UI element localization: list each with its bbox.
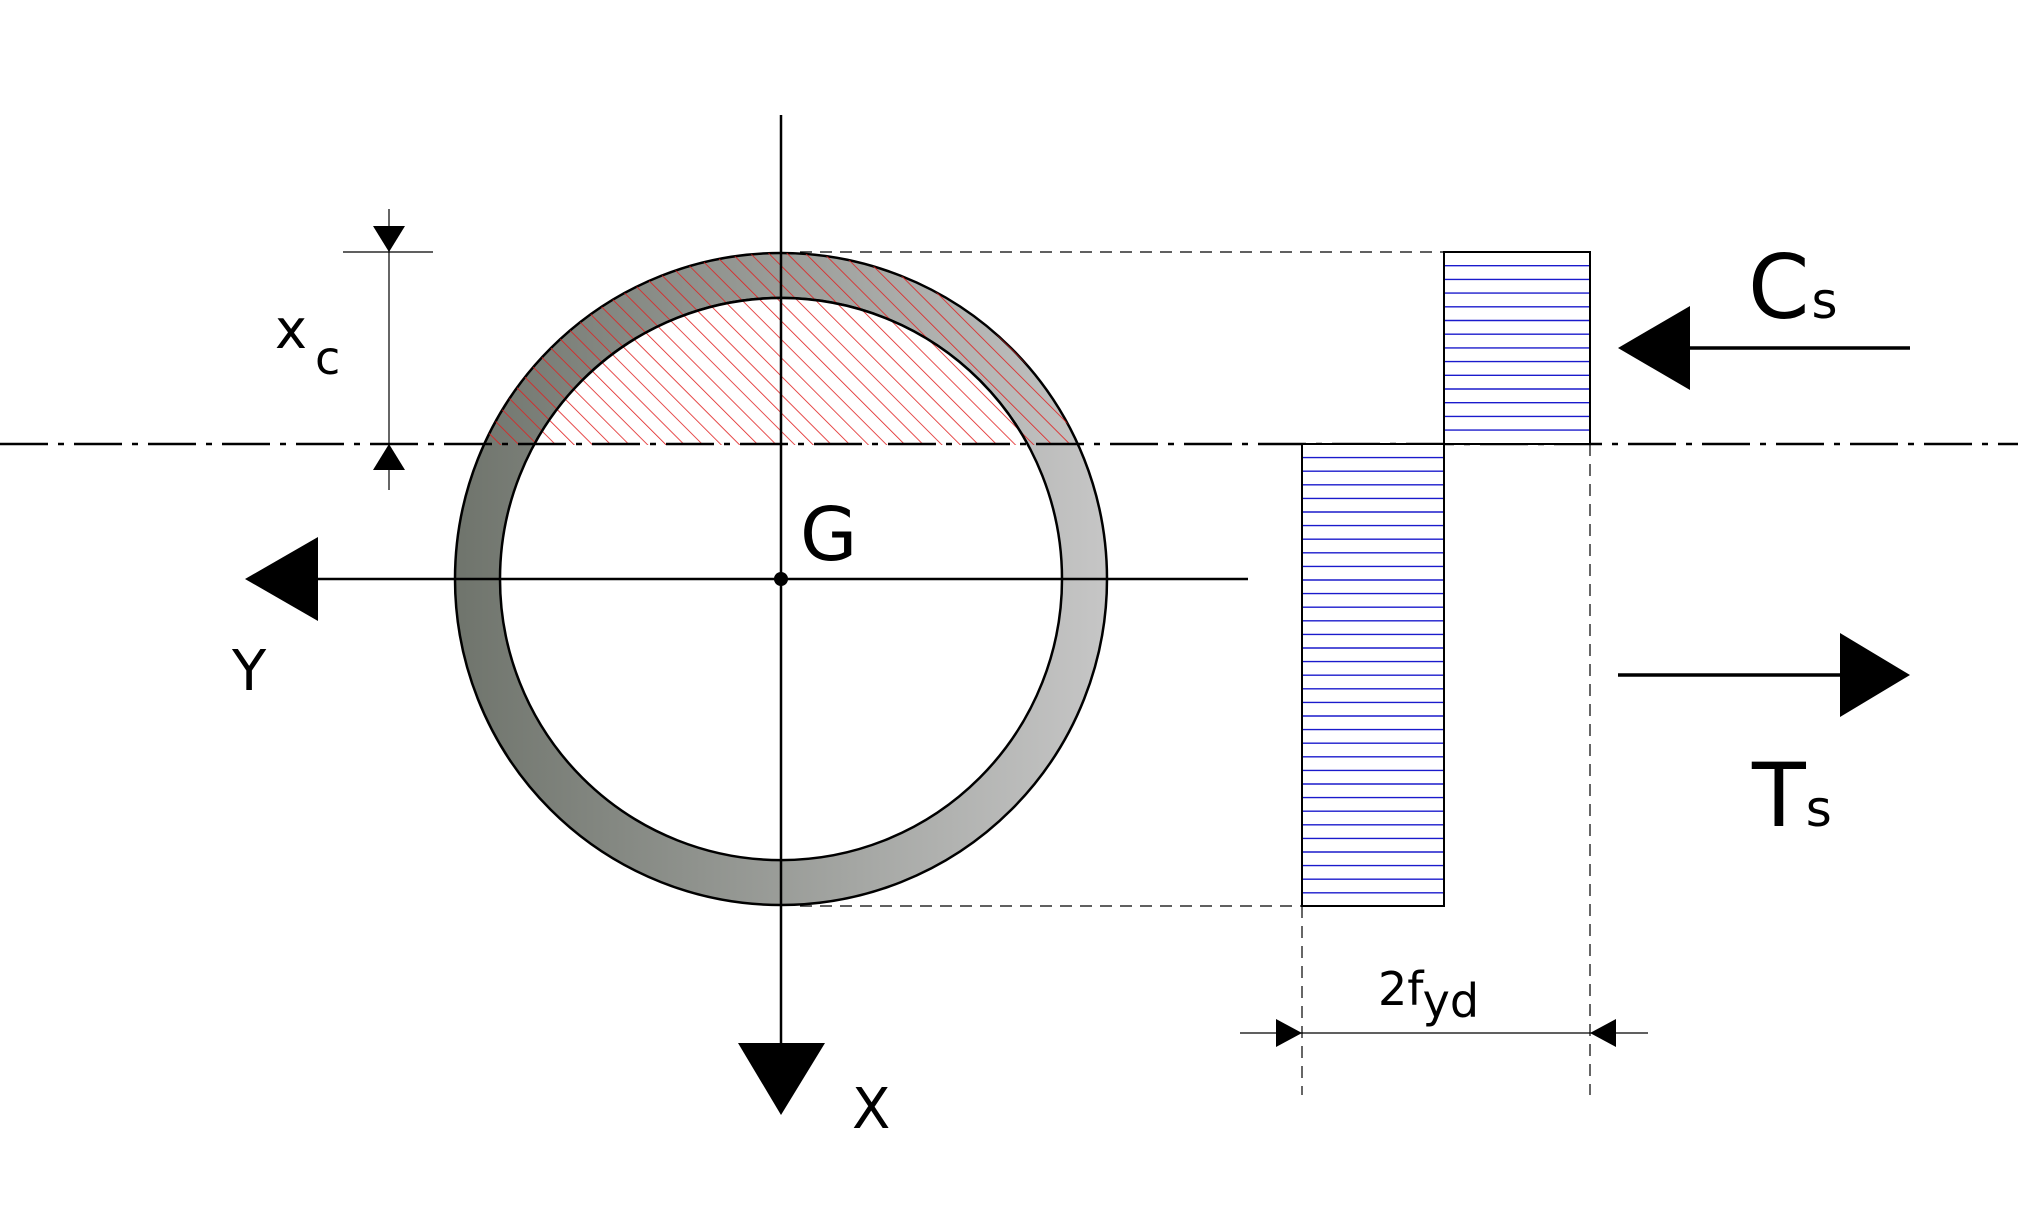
compression-block-hatch xyxy=(1445,265,1589,431)
y-axis-arrow xyxy=(245,537,318,621)
centroid-label: G xyxy=(800,492,857,578)
x-axis-arrow xyxy=(738,1043,825,1115)
xc-dimension xyxy=(343,209,433,490)
centroid-point xyxy=(774,572,788,586)
tension-block-hatch xyxy=(1303,456,1443,894)
width-dimension xyxy=(1240,1019,1648,1047)
projection-lines xyxy=(800,251,1591,1095)
ts-force-arrow xyxy=(1618,633,1910,717)
cs-force-arrow xyxy=(1618,306,1910,390)
width-label: 2fyd xyxy=(1378,962,1479,1028)
ts-label: Ts xyxy=(1751,744,1832,847)
x-axis-label: X xyxy=(852,1077,890,1142)
y-axis-label: Y xyxy=(231,639,267,704)
cs-label: Cs xyxy=(1748,236,1838,339)
